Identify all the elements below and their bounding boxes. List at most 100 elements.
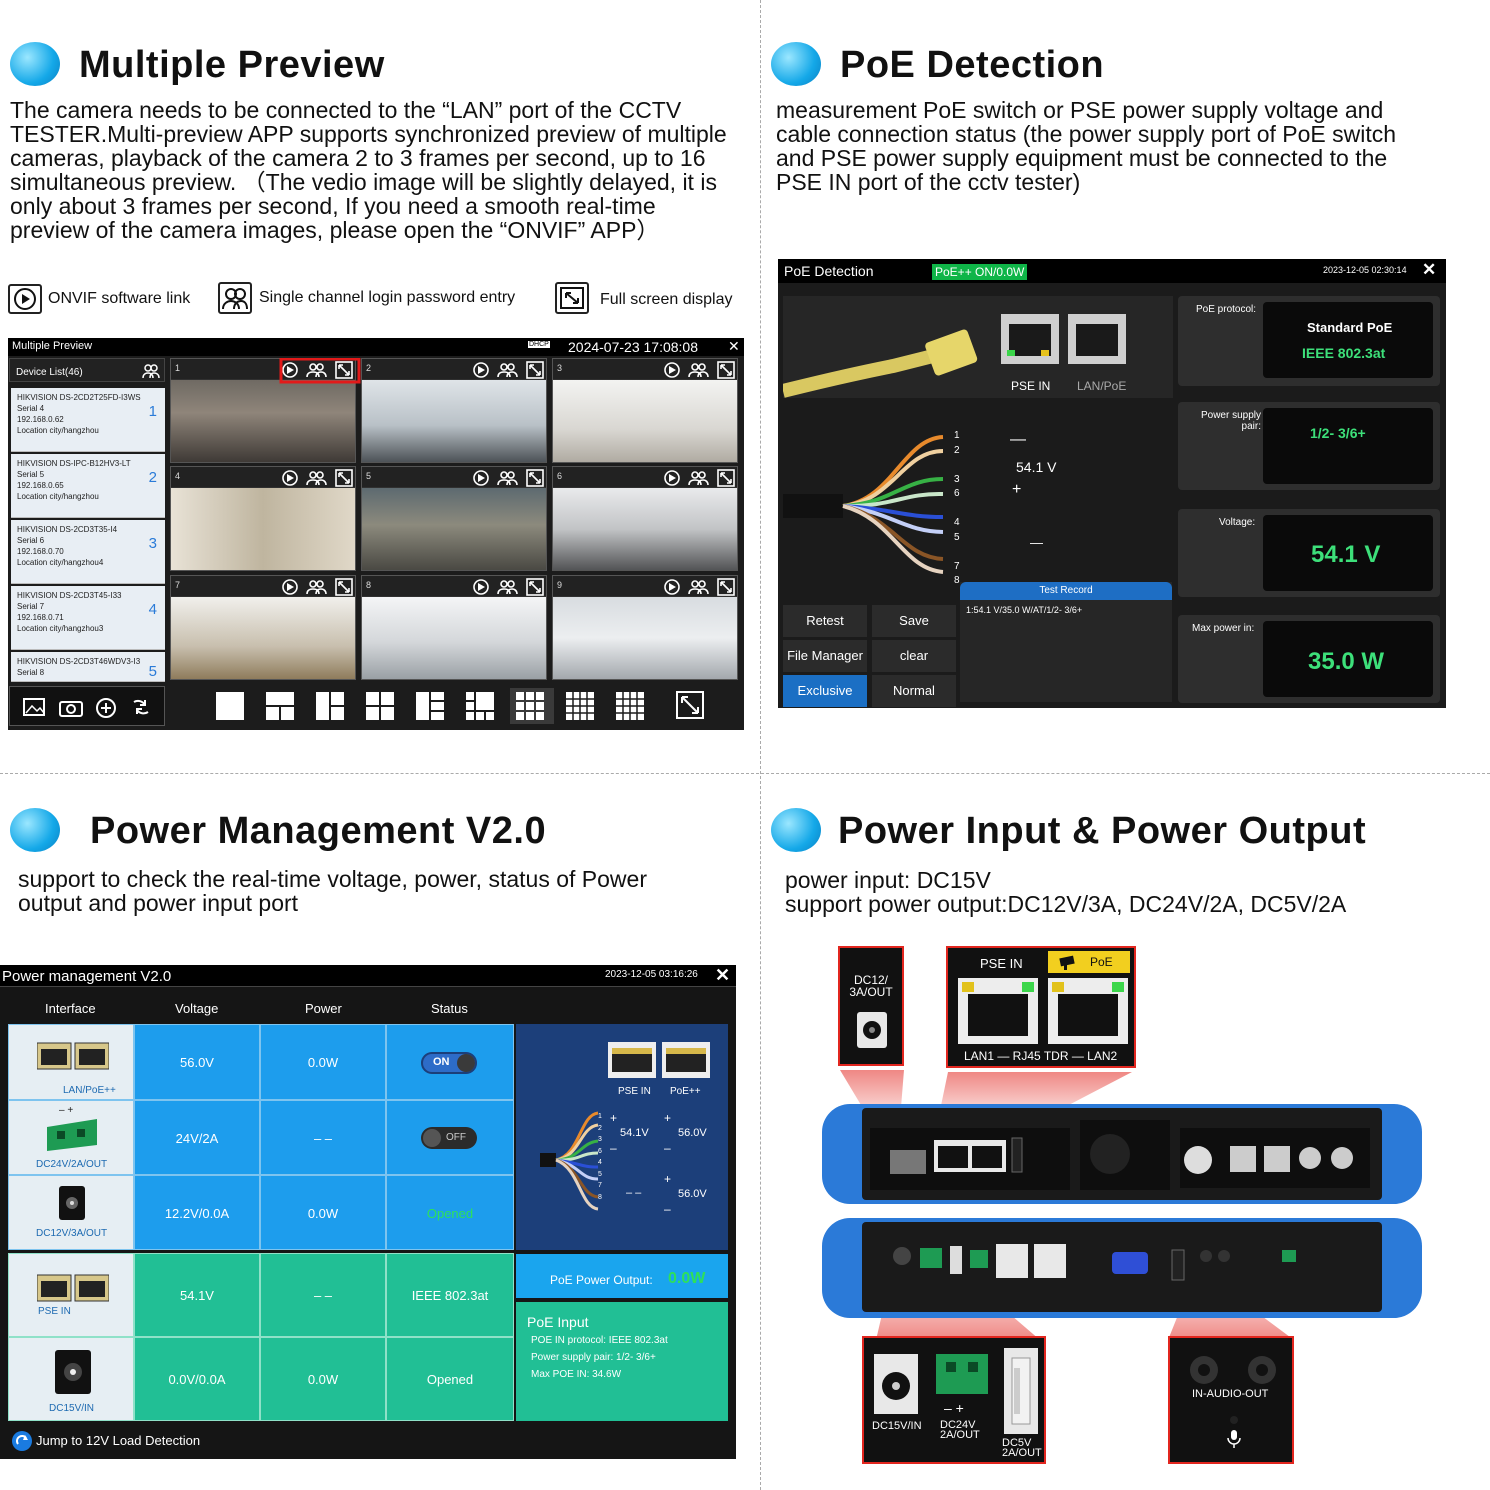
poe-in-protocol: POE IN protocol: IEEE 802.3at [531, 1335, 668, 1346]
jump-icon[interactable] [12, 1431, 32, 1451]
poe-status-badge: PoE++ ON/0.0W [932, 264, 1028, 280]
section-title: Multiple Preview [79, 44, 385, 86]
layout-selector[interactable] [214, 688, 704, 724]
poe-output-label: PoE Power Output: [550, 1273, 653, 1287]
pair-voltage: 54.1 V [1016, 459, 1057, 475]
voltage-label: Voltage: [1219, 517, 1256, 528]
camera-cell[interactable]: 3 [552, 358, 738, 463]
camera-cell[interactable]: 6 [552, 466, 738, 571]
users-icon [218, 282, 252, 314]
table-row: LAN/PoE++ [8, 1024, 134, 1100]
section-title: Power Input & Power Output [838, 810, 1367, 852]
dc-jack-icon [59, 1186, 85, 1220]
datetime: 2024-07-23 17:08:08 [568, 339, 698, 355]
exclusive-button[interactable]: Exclusive [783, 675, 867, 707]
pin-label: 2 [954, 444, 960, 456]
camera-cell[interactable]: 9 [552, 575, 738, 680]
cell-power: 0.0W [260, 1175, 386, 1250]
retest-button[interactable]: Retest [783, 605, 867, 637]
horizontal-divider [0, 773, 1490, 774]
cell-power: 0.0W [260, 1337, 386, 1421]
dashes: – – [626, 1187, 642, 1199]
close-icon[interactable]: ✕ [728, 338, 740, 354]
toolbar-icons[interactable] [22, 696, 152, 718]
pair-voltage: 54.1V [620, 1127, 649, 1139]
section-title: Power Management V2.0 [90, 810, 547, 852]
column-header: Voltage [175, 1001, 219, 1016]
max-power-value: 35.0 W [1308, 648, 1385, 675]
cell-voltage: 56.0V [134, 1024, 260, 1100]
cell-control-icons[interactable] [170, 358, 744, 682]
poe-pp-label: PoE++ [670, 1086, 701, 1097]
datetime: 2023-12-05 02:30:14 [1323, 265, 1407, 275]
pin-label: 4 [954, 517, 960, 528]
file-manager-button[interactable]: File Manager [783, 640, 867, 672]
legend-onvif: ONVIF software link [48, 290, 191, 307]
rj45-icon [37, 1274, 109, 1302]
max-power-label: Max power in: [1192, 623, 1255, 634]
rj45-icon [37, 1042, 109, 1070]
device-list-label: Device List(46) [16, 367, 83, 378]
camera-cell[interactable]: 7 [170, 575, 356, 680]
max-poe: Max POE IN: 34.6W [531, 1369, 622, 1380]
dc24-label: DC24V 2A/OUT [940, 1419, 980, 1441]
power-callout: – + DC15V/IN DC24V 2A/OUT DC5V 2A/OUT [862, 1336, 1046, 1464]
cell-voltage: 0.0V/0.0A [134, 1337, 260, 1421]
bullet-dot [771, 808, 821, 852]
screen-title: Power management V2.0 [2, 968, 172, 985]
cell-power: 0.0W [260, 1024, 386, 1100]
close-icon[interactable]: ✕ [1422, 260, 1437, 279]
camera-cell[interactable]: 4 [170, 466, 356, 571]
dc-jack-icon [857, 1012, 887, 1048]
pse-in-label: PSE IN [980, 956, 1023, 971]
section-description: The camera needs to be connected to the … [10, 97, 727, 243]
section-description: measurement PoE switch or PSE power supp… [776, 97, 1397, 195]
camera-cell[interactable]: 8 [361, 575, 547, 680]
pair-label: Power supply pair: [1200, 410, 1261, 432]
close-icon[interactable]: ✕ [715, 965, 731, 985]
pse-in-label: PSE IN [1011, 379, 1051, 393]
test-record-panel [960, 582, 1172, 702]
camera-cell[interactable]: 1 [170, 358, 356, 463]
jump-link[interactable]: Jump to 12V Load Detection [36, 1433, 201, 1448]
column-header: Status [431, 1001, 468, 1016]
clear-button[interactable]: clear [872, 640, 956, 672]
pin-label: 8 [954, 575, 960, 586]
camera-cell[interactable]: 2 [361, 358, 547, 463]
device-list-header [9, 358, 165, 382]
users-icon[interactable] [141, 363, 161, 379]
dc-jack-icon [55, 1350, 91, 1394]
poe-pair: Power supply pair: 1/2- 3/6+ [531, 1352, 656, 1363]
bullet-dot [771, 42, 821, 86]
dc24-signs: – + [944, 1400, 964, 1416]
toggle-off[interactable]: OFF [421, 1127, 477, 1149]
poe-badge: PoE [1048, 951, 1130, 973]
dc12-callout: DC12/ 3A/OUT [838, 946, 904, 1066]
toggle-on[interactable]: ON [421, 1052, 477, 1074]
cell-power: – – [260, 1253, 386, 1337]
camera-icon [1059, 955, 1075, 970]
dc-jack-icon [874, 1354, 918, 1414]
pin-label: 6 [954, 488, 960, 499]
voltage-value: 54.1 V [1311, 541, 1381, 568]
protocol-value: Standard PoE [1307, 320, 1393, 335]
test-record-entry[interactable]: 1:54.1 V/35.0 W/AT/1/2- 3/6+ [966, 605, 1083, 615]
audio-jacks [1190, 1356, 1276, 1384]
cell-status: Opened [386, 1175, 514, 1250]
pair-value: 1/2- 3/6+ [1310, 425, 1366, 441]
bullet-dot [10, 808, 60, 852]
save-button[interactable]: Save [872, 605, 956, 637]
table-row: PSE IN [8, 1253, 134, 1337]
camera-cell[interactable]: 5 [361, 466, 547, 571]
fullscreen-icon [555, 282, 589, 314]
table-row: – + DC24V/2A/OUT [8, 1100, 134, 1175]
normal-button[interactable]: Normal [872, 675, 956, 707]
column-header: Interface [45, 1001, 96, 1016]
cell-status: IEEE 802.3at [386, 1253, 514, 1337]
table-row: DC15V/IN [8, 1337, 134, 1421]
